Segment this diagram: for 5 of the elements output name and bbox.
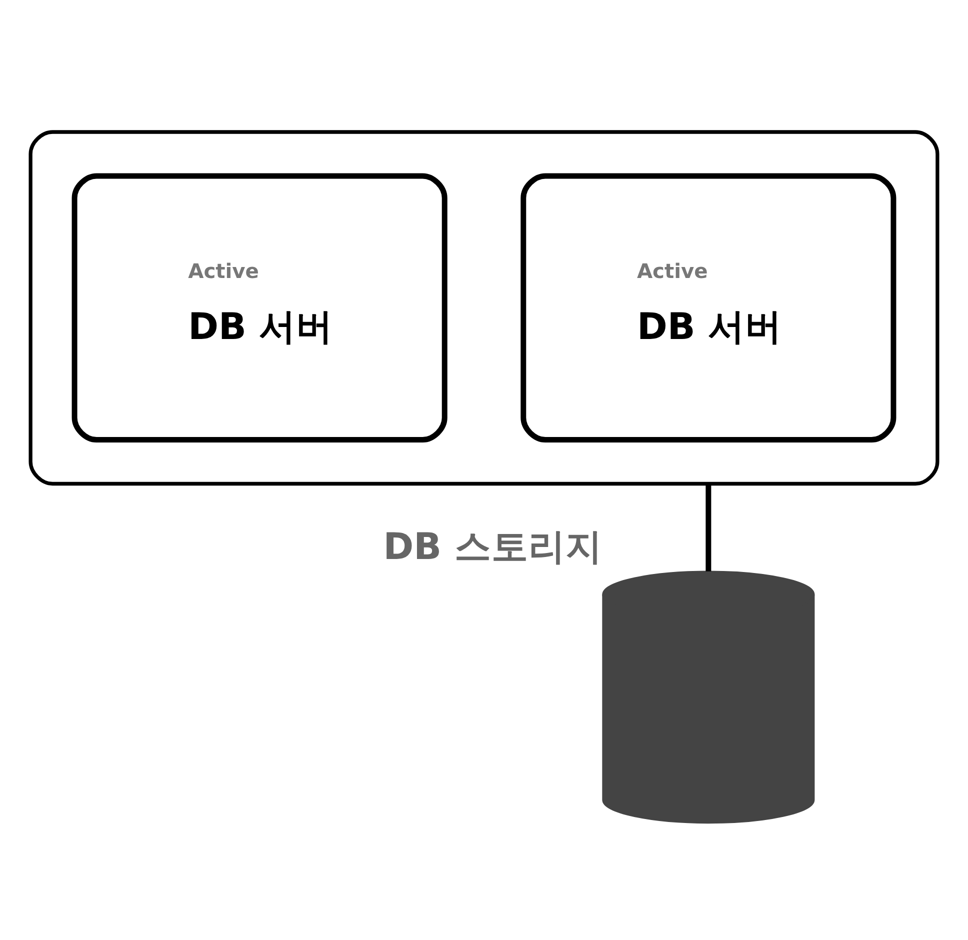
node-box: Active DB 서버: [72, 173, 448, 443]
node-box: Active DB 서버: [520, 173, 896, 443]
node-label: DB 스토리지: [383, 524, 602, 568]
cluster: [28, 130, 940, 486]
connector: [706, 484, 712, 572]
